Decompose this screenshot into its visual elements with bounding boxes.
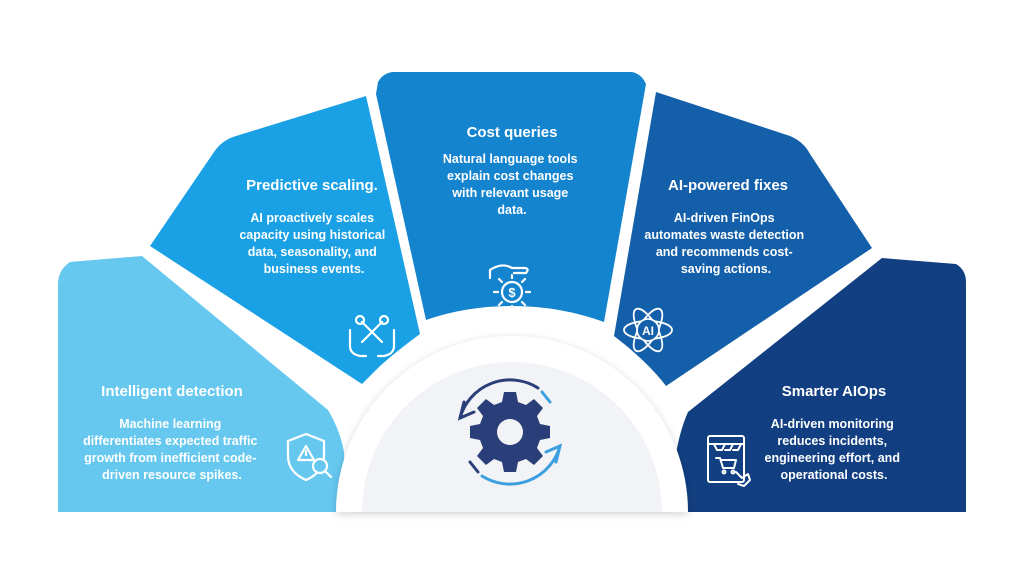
cycle-arrow-top-head: [457, 400, 476, 421]
segment-4-line: and recommends cost-: [656, 245, 793, 259]
segment-ai-powered-fixes: AI-powered fixes AI-driven FinOps automa…: [614, 92, 872, 386]
segment-5-line: operational costs.: [781, 468, 888, 482]
segment-3-line: data.: [497, 203, 526, 217]
segment-4-line: saving actions.: [681, 262, 771, 276]
segment-5-body: AI-driven monitoring reduces incidents, …: [765, 417, 904, 482]
segment-3-shape: [376, 72, 646, 322]
segment-3-line: explain cost changes: [447, 169, 573, 183]
segment-5-line: reduces incidents,: [777, 434, 887, 448]
segment-2-line: AI proactively scales: [250, 211, 374, 225]
cycle-arrow-right-tip: [540, 390, 552, 404]
segment-3-line: with relevant usage: [451, 186, 568, 200]
online-store-icon: [707, 435, 751, 487]
segment-predictive-scaling: Predictive scaling. AI proactively scale…: [150, 96, 420, 384]
segment-4-line: AI-driven FinOps: [674, 211, 775, 225]
segment-4-title: AI-powered fixes: [668, 177, 788, 194]
segment-1-line: differentiates expected traffic: [83, 434, 257, 448]
segment-3-body: Natural language tools explain cost chan…: [443, 152, 581, 217]
segment-2-title: Predictive scaling.: [246, 177, 378, 194]
hands-tools-icon: [348, 314, 396, 358]
gear-icon: [470, 392, 550, 472]
segment-1-body: Machine learning differentiates expected…: [83, 417, 261, 482]
cycle-arrow-bottom: [480, 444, 562, 486]
segment-2-line: business events.: [264, 262, 365, 276]
segment-2-line: capacity using historical: [239, 228, 385, 242]
segment-1-line: growth from inefficient code-: [84, 451, 256, 465]
shield-alert-search-icon: [286, 432, 333, 482]
segment-5-title: Smarter AIOps: [782, 383, 886, 400]
hand-dollar-gear-icon: $: [488, 264, 532, 312]
svg-text:AI: AI: [642, 324, 654, 338]
segment-2-line: data, seasonality, and: [248, 245, 377, 259]
segment-cost-queries: Cost queries Natural language tools expl…: [376, 72, 646, 322]
segment-5-line: AI-driven monitoring: [771, 417, 894, 431]
segment-4-shape: [614, 92, 872, 386]
segment-1-line: driven resource spikes.: [102, 468, 242, 482]
segment-1-title: Intelligent detection: [101, 383, 243, 400]
segment-2-shape: [150, 96, 420, 384]
segment-smarter-aiops: Smarter AIOps AI-driven monitoring reduc…: [676, 258, 966, 512]
segment-1-line: Machine learning: [119, 417, 221, 431]
segment-3-title: Cost queries: [467, 124, 558, 141]
gear-cycle-icon: [457, 378, 563, 486]
segment-2-body: AI proactively scales capacity using his…: [239, 211, 388, 276]
ai-atom-icon: AI: [623, 307, 673, 353]
segment-1-shape: [58, 256, 346, 512]
segment-4-line: automates waste detection: [644, 228, 804, 242]
segment-5-shape: [676, 258, 966, 512]
gear-hole: [497, 419, 523, 445]
segment-3-line: Natural language tools: [443, 152, 578, 166]
svg-text:$: $: [508, 285, 516, 300]
cycle-arrow-left-tip: [468, 460, 480, 474]
segment-intelligent-detection: Intelligent detection Machine learning d…: [58, 256, 346, 512]
segment-5-line: engineering effort, and: [765, 451, 900, 465]
cycle-arrows: [457, 378, 563, 486]
segment-4-body: AI-driven FinOps automates waste detecti…: [644, 211, 807, 276]
center-hub: [336, 336, 688, 512]
cycle-arrow-bottom-head: [544, 443, 563, 464]
cycle-arrow-top: [458, 378, 540, 420]
